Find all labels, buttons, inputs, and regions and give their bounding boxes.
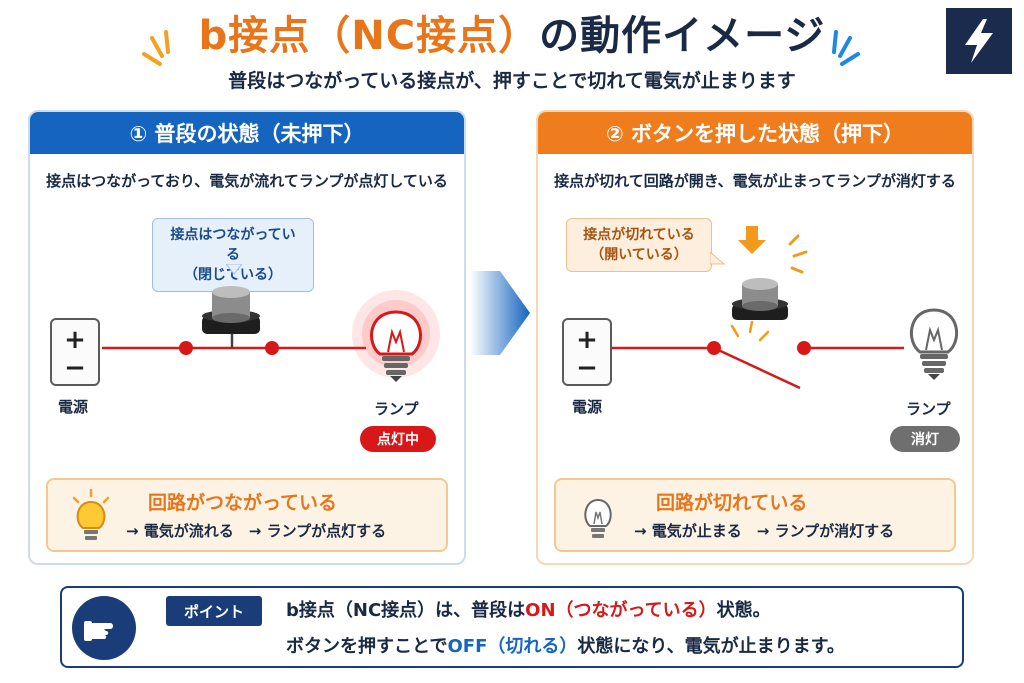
info-subtext: → 電気が止まる → ランプが消灯する (634, 522, 895, 540)
info-title: 回路がつながっている (148, 492, 338, 514)
callout-tail-icon (226, 264, 242, 275)
push-button-icon (202, 286, 260, 334)
spark-lines-icon (730, 320, 770, 342)
point-line-1-a: b接点（NC接点）は、普段は (286, 600, 526, 621)
title-rest: の動作イメージ (539, 13, 826, 59)
off-state-text: OFF（切れる） (447, 636, 578, 657)
lamp-label: ランプ (374, 400, 419, 418)
info-title: 回路が切れている (656, 492, 808, 514)
lightbulb-on-icon (352, 290, 440, 382)
info-box: 回路が切れている → 電気が止まる → ランプが消灯する (554, 478, 956, 552)
status-badge: 消灯 (890, 426, 960, 452)
contact-callout: 接点が切れている （開いている） (566, 218, 712, 272)
info-box: 回路がつながっている → 電気が流れる → ランプが点灯する (46, 478, 448, 552)
plus-sign: + (576, 325, 598, 355)
push-button-icon (732, 278, 788, 320)
power-source-terminal: + − (562, 318, 612, 386)
panel-heading: ① 普段の状態（未押下） (30, 112, 464, 154)
point-line-1-b: 状態。 (716, 600, 771, 621)
on-state-text: ON（つながっている） (525, 600, 717, 621)
arrow-down-icon (738, 226, 766, 254)
title-accent: b接点（NC接点） (198, 13, 540, 59)
callout-line-1: 接点はつながっている (170, 227, 296, 263)
info-subtext: → 電気が流れる → ランプが点灯する (126, 522, 387, 540)
minus-sign: − (576, 353, 598, 383)
page-subtitle: 普段はつながっている接点が、押すことで切れて電気が止まります (228, 70, 796, 92)
panel-pressed-state: ② ボタンを押した状態（押下） 接点が切れて回路が開き、電気が止まってランプが消… (536, 110, 974, 565)
lightning-bolt-icon (946, 8, 1012, 74)
lightbulb-off-icon (910, 308, 958, 380)
point-line-1: b接点（NC接点）は、普段はON（つながっている）状態。 (286, 596, 771, 622)
point-line-2-b: 状態になり、電気が止まります。 (577, 636, 845, 657)
motion-lines-icon (788, 234, 808, 274)
panel-normal-state: ① 普段の状態（未押下） 接点はつながっており、電気が流れてランプが点灯している… (28, 110, 466, 565)
callout-tail-icon (710, 252, 726, 265)
pointing-hand-icon (72, 596, 136, 660)
callout-line-2: （開いている） (590, 247, 688, 263)
lightbulb-off-icon (584, 498, 612, 538)
page-title: b接点（NC接点）の動作イメージ (0, 10, 1024, 62)
panel-heading: ② ボタンを押した状態（押下） (538, 112, 972, 154)
contact-callout: 接点はつながっている （閉じている） (152, 218, 314, 292)
plus-sign: + (64, 325, 86, 355)
status-badge: 点灯中 (360, 426, 436, 452)
arrow-right-icon (470, 271, 530, 355)
circuit-closed-diagram (102, 286, 440, 382)
point-box: ポイント b接点（NC接点）は、普段はON（つながっている）状態。 ボタンを押す… (60, 586, 964, 668)
sparkle-left-icon (142, 30, 170, 66)
point-line-2: ボタンを押すことでOFF（切れる）状態になり、電気が止まります。 (286, 632, 845, 658)
callout-line-1: 接点が切れている (583, 227, 695, 243)
panel-description: 接点が切れて回路が開き、電気が止まってランプが消灯する (554, 172, 956, 190)
lamp-label: ランプ (906, 400, 951, 418)
point-tag: ポイント (166, 596, 262, 626)
power-source-label: 電源 (58, 398, 89, 416)
callout-line-2: （閉じている） (184, 267, 282, 283)
lightbulb-on-icon (72, 488, 110, 540)
panel-description: 接点はつながっており、電気が流れてランプが点灯している (46, 172, 448, 190)
sparkle-right-icon (832, 30, 860, 66)
point-line-2-a: ボタンを押すことで (286, 636, 448, 657)
minus-sign: − (64, 353, 86, 383)
power-source-terminal: + − (50, 318, 100, 386)
circuit-open-diagram (610, 226, 958, 390)
power-source-label: 電源 (572, 398, 603, 416)
header: b接点（NC接点）の動作イメージ 普段はつながっている接点が、押すことで切れて電… (0, 10, 1024, 93)
